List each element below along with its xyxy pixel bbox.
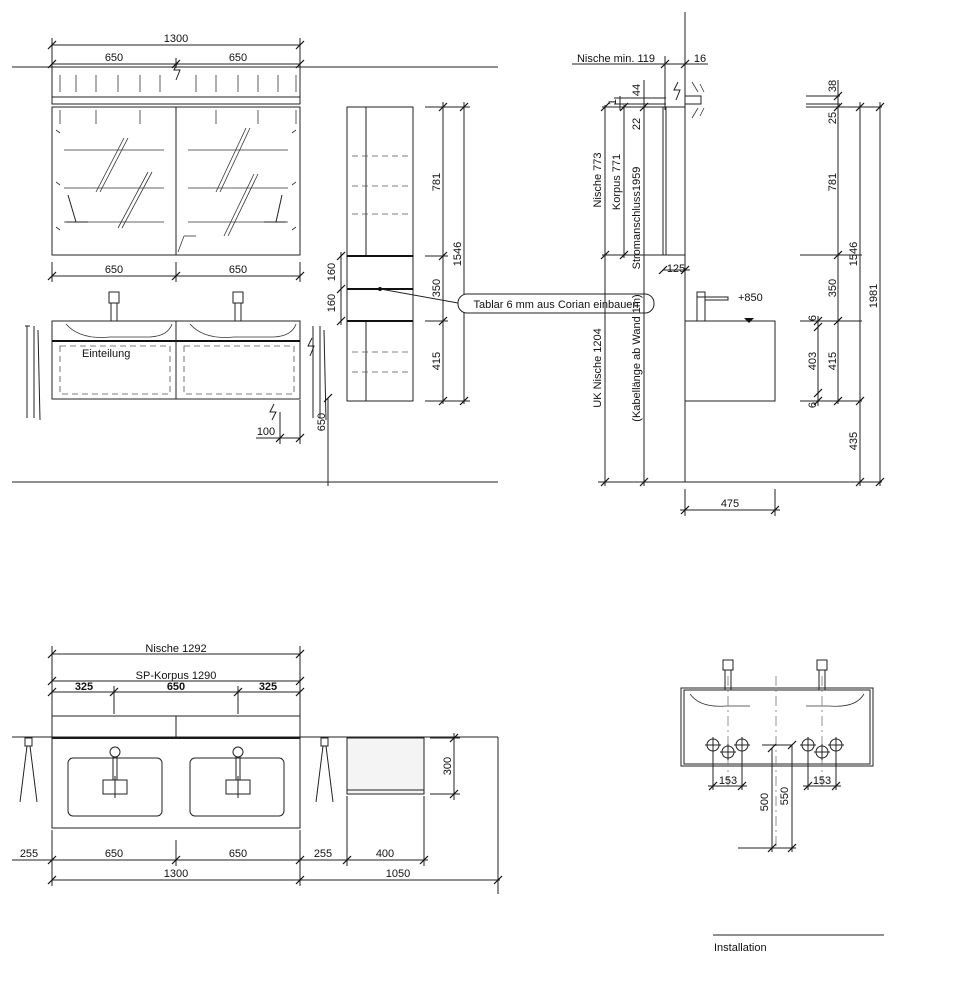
dim-uk-nische: UK Nische 1204 [592,328,604,408]
dim-1300-bottom: 1300 [164,868,188,880]
dim-475: 475 [721,498,739,510]
dim-nische-min: Nische min. 119 [577,53,655,65]
dim-38: 38 [827,80,839,92]
dim-mirror-left: 650 [105,264,123,276]
section-view: Nische min. 119 16 1 44 22 [572,12,882,516]
dim-781: 781 [431,173,443,191]
dim-153-left: 153 [719,775,737,787]
dim-325-right: 325 [259,681,277,693]
dim-650-right: 650 [229,848,247,860]
dim-6-top: 6 [807,315,819,321]
dim-255-left: 255 [20,848,38,860]
dim-350-right: 350 [827,279,839,297]
dim-415: 415 [431,352,443,370]
callout-tablar: Tablar 6 mm aus Corian einbauen [473,299,638,311]
dim-1546-right: 1546 [848,242,860,266]
dim-korpus-771: Korpus 771 [611,154,623,210]
dim-153-right: 153 [813,775,831,787]
installation-view: 153 153 500 550 Installation [680,659,884,954]
installation-title: Installation [714,942,767,954]
dim-125: 125 [667,263,685,275]
dim-plus850: +850 [738,292,763,304]
dim-6-bottom: 6 [807,402,819,408]
dim-16: 16 [694,53,706,65]
dim-781-right: 781 [827,173,839,191]
front-elevation: 1300 650 650 [12,33,498,486]
dim-1546: 1546 [452,242,464,266]
height-dimensions: 38 25 781 1546 1981 350 6 403 415 6 435 [800,80,885,487]
dim-front-left: 650 [105,52,123,64]
dim-100: 100 [257,426,275,438]
dim-400: 400 [376,848,394,860]
dim-25: 25 [827,112,839,124]
dim-22: 22 [631,118,643,130]
dim-403: 403 [807,352,819,370]
dim-mirror-right: 650 [229,264,247,276]
dim-550: 550 [779,787,791,805]
dim-325-left: 325 [75,681,93,693]
dim-1: 1 [607,99,619,105]
dim-300: 300 [442,757,454,775]
note-kabellaenge: (Kabellänge ab Wand 1m) [631,294,643,421]
dim-1050: 1050 [386,868,410,880]
dim-650-vertical: 650 [316,413,328,431]
dim-415-right: 415 [827,352,839,370]
dim-435: 435 [848,432,860,450]
dim-44: 44 [631,84,643,96]
dim-front-total: 1300 [164,33,188,45]
plan-view: Nische 1292 SP-Korpus 1290 325 650 325 [12,643,503,894]
dim-160-bottom: 160 [326,294,338,312]
dim-500: 500 [759,793,771,811]
dim-255-right: 255 [314,848,332,860]
dim-650-left: 650 [105,848,123,860]
dim-nische-1292: Nische 1292 [145,643,206,655]
label-einteilung: Einteilung [82,348,130,360]
dim-front-right: 650 [229,52,247,64]
dim-nische-773: Nische 773 [592,152,604,207]
dim-stromanschluss: Stromanschluss1959 [631,167,643,270]
dim-160-top: 160 [326,263,338,281]
dim-sp-korpus: SP-Korpus 1290 [136,670,217,682]
dim-650-center: 650 [167,681,185,693]
dim-1981: 1981 [868,284,880,308]
dim-350: 350 [431,279,443,297]
